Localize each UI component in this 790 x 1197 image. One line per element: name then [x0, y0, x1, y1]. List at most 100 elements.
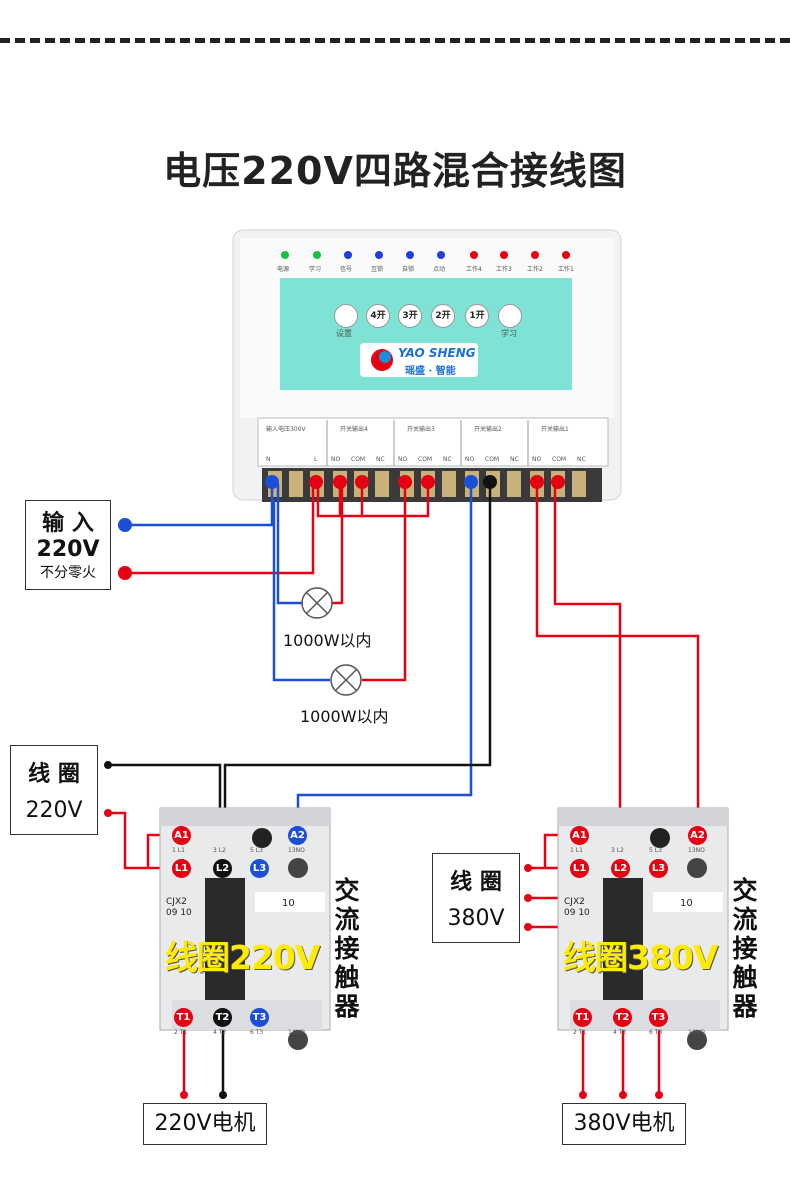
lamp-2-label: 1000W以内 [300, 707, 389, 726]
side-label-left: 交流接触器 [332, 876, 362, 1021]
coil-380-box: 线 圈 380V [432, 853, 520, 943]
motor-380-box: 380V电机 [562, 1103, 686, 1145]
left-overlay-label: 线圈220V [165, 938, 320, 977]
led-label-6: 点动 [433, 266, 446, 273]
relay-4-no-label: NO [532, 456, 542, 463]
brand-badge [360, 343, 478, 377]
right-bottom-small-1: 2 T1 [573, 1029, 587, 1036]
lamp-1-label: 1000W以内 [283, 631, 372, 650]
learn-caption: 学习 [501, 329, 517, 338]
led-10 [562, 251, 570, 259]
input-label: 输 入 [42, 511, 94, 536]
led-label-3: 信号 [340, 266, 353, 273]
side-label-char: 器 [334, 992, 360, 1021]
right-bottom-small-3: 6 T3 [649, 1029, 663, 1036]
input-label-box: 输 入 220V 不分零火 [25, 500, 111, 590]
button-2on[interactable]: 2开 [431, 304, 455, 328]
right-bottom-small-4: 14NO [688, 1029, 705, 1036]
diagram-title: 电压220V四路混合接线图 [163, 149, 627, 193]
left-top-small-3: 5 L3 [250, 847, 263, 854]
led-4 [375, 251, 383, 259]
motor-220-box: 220V电机 [143, 1103, 267, 1145]
learn-button[interactable] [498, 304, 522, 328]
button-3on[interactable]: 3开 [398, 304, 422, 328]
right-bottom-small-2: 4 T2 [613, 1029, 627, 1036]
coil-380-label: 线 圈 [450, 870, 502, 895]
lamp1-l-wire [332, 484, 344, 605]
input-l-dot [118, 566, 132, 580]
left-code: 10 [282, 898, 295, 909]
side-label-char: 流 [334, 905, 360, 934]
side-label-char: 触 [732, 963, 758, 992]
relay-2-com-label: COM [418, 456, 433, 463]
side-label-char: 器 [732, 992, 758, 1021]
left-top-small-1: 1 L1 [172, 847, 185, 854]
side-label-char: 触 [334, 963, 360, 992]
right-top-small-1: 1 L1 [570, 847, 583, 854]
led-label-7: 工作4 [466, 266, 482, 273]
side-label-char: 交 [732, 876, 758, 905]
left-t2-terminal: T2 [213, 1008, 232, 1027]
coil-380-voltage: 380V [447, 906, 505, 931]
terminal-plate [257, 417, 609, 467]
section-out2: 开关输出2 [474, 426, 502, 433]
relay-2-nc-label: NC [443, 456, 452, 463]
coil220-red-wire [108, 811, 182, 870]
left-t3-terminal: T3 [250, 1008, 269, 1027]
left-l1-terminal: L1 [172, 859, 191, 878]
side-label-char: 流 [732, 905, 758, 934]
input-note: 不分零火 [40, 565, 96, 581]
contactor-left-body [159, 807, 331, 1050]
led-3 [344, 251, 352, 259]
input-voltage: 220V [36, 537, 100, 562]
coil-220-label: 线 圈 [28, 762, 80, 787]
right-a1-terminal: A1 [570, 826, 589, 845]
term-l: L [314, 456, 318, 463]
right-l3-terminal: L3 [649, 859, 668, 878]
relay-3-no-label: NO [465, 456, 475, 463]
led-9 [531, 251, 539, 259]
left-bottom-small-3: 6 T3 [250, 1029, 264, 1036]
left-top-small-4: 13NO [288, 847, 305, 854]
led-5 [406, 251, 414, 259]
button-4on[interactable]: 4开 [366, 304, 390, 328]
left-t1-terminal: T1 [174, 1008, 193, 1027]
led-7 [470, 251, 478, 259]
lamp2-n-wire [272, 500, 330, 682]
relay-4-com-label: COM [552, 456, 567, 463]
left-l3-terminal: L3 [250, 859, 269, 878]
side-label-char: 交 [334, 876, 360, 905]
led-label-8: 工作3 [496, 266, 512, 273]
led-2 [313, 251, 321, 259]
input-n-wire [125, 484, 274, 527]
relay-3-nc-label: NC [510, 456, 519, 463]
right-top-small-4: 13NO [688, 847, 705, 854]
left-model: CJX2 [166, 897, 187, 907]
led-label-9: 工作2 [527, 266, 543, 273]
led-label-1: 电源 [277, 266, 290, 273]
lamp1-n-wire [276, 484, 302, 605]
right-top-small-2: 3 L2 [611, 847, 624, 854]
right-model-sub: 09 10 [564, 908, 590, 918]
input-n-dot [118, 518, 132, 532]
com-bridge-wire [316, 484, 430, 518]
coil-220-box: 线 圈 220V [10, 745, 98, 835]
left-top-small-2: 3 L2 [213, 847, 226, 854]
out2-no-wire [296, 484, 473, 826]
side-label-char: 接 [732, 934, 758, 963]
side-label-char: 接 [334, 934, 360, 963]
section-out4: 开关输出4 [340, 426, 368, 433]
relay-4-nc-label: NC [577, 456, 586, 463]
right-l2-terminal: L2 [611, 859, 630, 878]
set-button[interactable] [334, 304, 358, 328]
relay-1-no-label: NO [331, 456, 341, 463]
button-1on[interactable]: 1开 [465, 304, 489, 328]
right-t2-terminal: T2 [613, 1008, 632, 1027]
left-bottom-small-1: 2 T1 [174, 1029, 188, 1036]
right-t3-terminal: T3 [649, 1008, 668, 1027]
lamp-1-icon [301, 587, 333, 619]
right-model: CJX2 [564, 897, 585, 907]
right-a2-terminal: A2 [688, 826, 707, 845]
term-n: N [266, 456, 271, 463]
